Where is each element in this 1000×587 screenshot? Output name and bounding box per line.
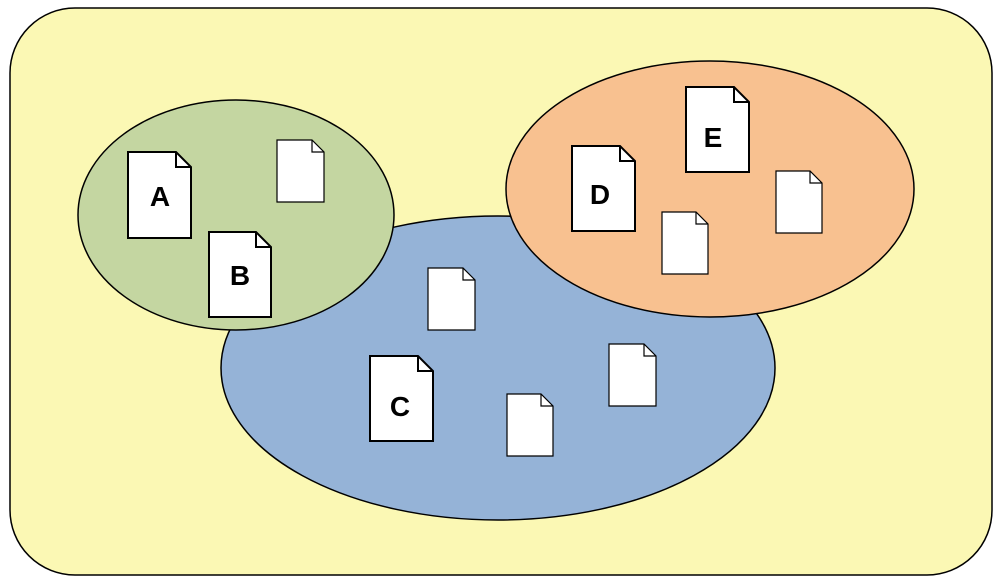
- document-icon: [208, 231, 272, 318]
- document-icon: [685, 86, 750, 173]
- page-fold: [695, 212, 708, 225]
- document-icon: [506, 393, 554, 457]
- page-fold: [175, 152, 191, 168]
- page-fold: [540, 394, 553, 407]
- document-unlabeled[interactable]: [276, 139, 325, 203]
- document-unlabeled[interactable]: [506, 393, 554, 457]
- document-label-c: C: [390, 391, 410, 422]
- document-a[interactable]: A: [127, 151, 192, 239]
- page-fold: [255, 232, 271, 248]
- document-unlabeled[interactable]: [608, 343, 657, 407]
- document-e[interactable]: E: [685, 86, 750, 173]
- document-icon: [571, 145, 636, 232]
- document-unlabeled[interactable]: [661, 211, 709, 275]
- document-label-a: A: [150, 181, 170, 212]
- page-fold: [619, 146, 635, 162]
- document-c[interactable]: C: [369, 355, 434, 442]
- document-unlabeled[interactable]: [775, 170, 823, 234]
- document-label-d: D: [590, 179, 610, 210]
- document-icon: [661, 211, 709, 275]
- group-orange-ellipse: [505, 60, 915, 318]
- document-icon: [775, 170, 823, 234]
- page-fold: [311, 140, 324, 153]
- page-fold: [733, 87, 749, 103]
- document-label-b: B: [230, 260, 250, 291]
- document-icon: [608, 343, 657, 407]
- page-fold: [809, 171, 822, 184]
- document-d[interactable]: D: [571, 145, 636, 232]
- document-icon: [276, 139, 325, 203]
- document-icon: [427, 267, 476, 331]
- document-b[interactable]: B: [208, 231, 272, 318]
- document-label-e: E: [704, 122, 723, 153]
- document-unlabeled[interactable]: [427, 267, 476, 331]
- page-fold: [643, 344, 656, 357]
- page-fold: [462, 268, 475, 281]
- document-icon: [369, 355, 434, 442]
- document-icon: [127, 151, 192, 239]
- page-fold: [417, 356, 433, 372]
